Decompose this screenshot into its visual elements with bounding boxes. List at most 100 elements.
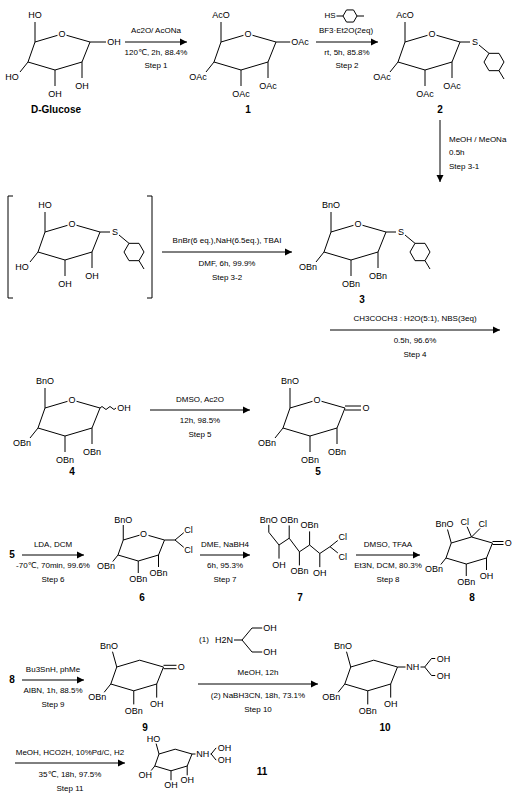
compound-number: 8 bbox=[468, 593, 476, 603]
reaction-condition: Step 6 bbox=[40, 576, 65, 584]
atom-label: HO bbox=[14, 263, 30, 272]
atom-label: NH bbox=[405, 663, 420, 672]
atom-label: OH bbox=[116, 404, 132, 413]
atom-label: OH bbox=[163, 781, 179, 790]
reaction-condition: Step 2 bbox=[334, 62, 359, 70]
reaction-condition: CH3COCH3 : H2O(5:1), NBS(3eq) bbox=[352, 315, 477, 323]
reaction-condition: BF3·Et2O(2eq) bbox=[318, 27, 374, 35]
arrow-head bbox=[311, 681, 318, 688]
bond-line bbox=[425, 261, 430, 269]
bond-line bbox=[139, 261, 144, 269]
bond-line bbox=[319, 554, 320, 568]
reaction-condition: Step 7 bbox=[212, 576, 237, 584]
reaction-condition: 0.5h, 96.6% bbox=[393, 337, 438, 345]
arrow-head bbox=[437, 175, 444, 182]
reaction-condition: (1) bbox=[198, 636, 210, 644]
bond-line bbox=[82, 62, 83, 78]
bond-line bbox=[211, 754, 216, 760]
atom-label: OH bbox=[479, 572, 495, 581]
bond-line bbox=[90, 42, 106, 43]
atom-label: Cl bbox=[183, 545, 194, 554]
atom-label: OBn bbox=[300, 521, 320, 530]
atom-label: BnO bbox=[333, 641, 353, 650]
reaction-condition: MeOH, HCO2H, 10%Pd/C, H2 bbox=[15, 749, 125, 757]
reaction-condition: Step 10 bbox=[243, 706, 273, 714]
reaction-condition: MeOH / MeONa bbox=[448, 136, 507, 144]
reaction-arrow bbox=[198, 684, 318, 685]
atom-label: OBn bbox=[456, 578, 476, 587]
bond-line bbox=[242, 640, 252, 652]
atom-label: OH bbox=[106, 38, 122, 47]
atom-label: OBn bbox=[12, 439, 32, 448]
reaction-arrow bbox=[162, 252, 292, 253]
atom-label: OBn bbox=[424, 565, 444, 574]
atom-label: BnO bbox=[280, 377, 300, 386]
bond-line bbox=[310, 436, 311, 452]
ring-bond bbox=[155, 749, 192, 771]
bond-line bbox=[165, 540, 176, 541]
atom-label: O bbox=[139, 530, 148, 539]
reaction-arrow bbox=[22, 555, 84, 556]
arrow-head bbox=[371, 39, 378, 46]
reaction-condition: Step 11 bbox=[56, 785, 85, 793]
compound-number: 5 bbox=[314, 467, 322, 477]
atom-label: OH bbox=[179, 776, 195, 785]
atom-label: Cl bbox=[183, 526, 194, 535]
atom-label: OH bbox=[271, 560, 287, 569]
arrow-head bbox=[243, 552, 250, 559]
bond-line bbox=[138, 561, 139, 573]
bond-line bbox=[448, 530, 452, 544]
atom-label: Cl bbox=[338, 552, 349, 561]
atom-label: O bbox=[427, 30, 436, 39]
reaction-condition: DMSO, Ac2O bbox=[175, 396, 225, 404]
ring-bond bbox=[345, 660, 398, 691]
bond-line bbox=[405, 22, 406, 42]
bond-line bbox=[233, 640, 242, 641]
atom-label: Cl bbox=[338, 532, 349, 541]
atom-label: OBn bbox=[96, 562, 116, 571]
bond-line bbox=[493, 541, 505, 542]
bond-line bbox=[268, 525, 269, 533]
reaction-arrow bbox=[356, 555, 420, 556]
reaction-arrow bbox=[440, 120, 441, 182]
reaction-arrow bbox=[316, 42, 378, 43]
atom-label: OH bbox=[262, 648, 278, 657]
bond-line bbox=[357, 16, 364, 17]
compound-number: D-Glucose bbox=[30, 105, 82, 115]
atom-label: BnO bbox=[321, 201, 341, 210]
atom-label: Cl bbox=[478, 519, 489, 528]
bond-line bbox=[268, 62, 269, 78]
bond-line bbox=[425, 667, 432, 676]
reaction-condition: Step 4 bbox=[402, 351, 427, 359]
bond-line bbox=[499, 71, 504, 79]
atom-label: O bbox=[67, 220, 76, 229]
atom-label: OAc bbox=[415, 90, 435, 99]
ring-bond bbox=[111, 660, 164, 691]
bond-line bbox=[30, 428, 38, 438]
atom-label: OH bbox=[312, 569, 328, 578]
atom-label: OBn bbox=[358, 707, 378, 716]
reaction-arrow bbox=[15, 763, 125, 764]
reaction-arrow bbox=[22, 680, 84, 681]
atom-label: OBn bbox=[341, 280, 361, 289]
reaction-condition: DMSO, TFAA bbox=[363, 541, 413, 549]
bond-line bbox=[92, 252, 93, 268]
bond-line bbox=[156, 743, 159, 754]
atom-label: OH bbox=[149, 700, 165, 709]
atom-label: H2N bbox=[214, 636, 234, 645]
chain-bond bbox=[269, 532, 330, 553]
compound-number: 11 bbox=[256, 767, 269, 777]
bond-line bbox=[316, 252, 324, 262]
atom-label: HO bbox=[27, 11, 43, 20]
reaction-condition: (2) NaBH3CN, 18h, 73.1% bbox=[210, 692, 306, 700]
reaction-condition: Ac2O/ AcONa bbox=[130, 27, 182, 35]
ring-bond bbox=[28, 34, 90, 70]
benzene-ring bbox=[124, 243, 144, 260]
atom-label: OAc bbox=[372, 73, 392, 82]
bond-line bbox=[425, 659, 432, 668]
reaction-arrow bbox=[150, 410, 250, 411]
compound-number: 6 bbox=[138, 593, 146, 603]
ring-bond bbox=[214, 34, 276, 70]
atom-label: O bbox=[177, 663, 186, 672]
reaction-arrow bbox=[200, 555, 250, 556]
